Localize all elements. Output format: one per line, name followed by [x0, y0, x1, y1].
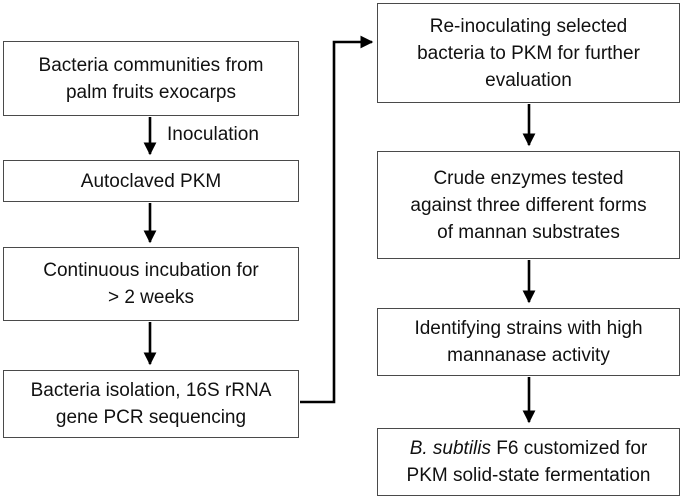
node-text-line: Crude enzymes tested	[433, 167, 624, 189]
node-b-subtilis: B. subtilis F6 customized for PKM solid-…	[377, 428, 680, 496]
node-bacteria-communities: Bacteria communities from palm fruits ex…	[3, 41, 299, 116]
node-continuous-incubation: Continuous incubation for > 2 weeks	[3, 247, 299, 321]
node-text-line: Bacteria communities from	[38, 54, 264, 76]
node-text-line: B. subtilis F6 customized for	[410, 435, 648, 462]
node-text-line: gene PCR sequencing	[55, 407, 247, 428]
node-text-line: Identifying strains with high	[414, 318, 643, 339]
node-text-line: of mannan substrates	[437, 221, 620, 243]
node-text-fragment: F6 customized for	[491, 438, 648, 459]
species-name: B. subtilis	[409, 438, 491, 459]
node-text-line: PKM solid-state fermentation	[406, 465, 651, 486]
node-text-line: evaluation	[485, 69, 572, 91]
node-re-inoculating: Re-inoculating selected bacteria to PKM …	[377, 3, 680, 103]
node-text-line: mannanase activity	[447, 345, 610, 366]
node-identifying-strains: Identifying strains with high mannanase …	[377, 308, 680, 376]
node-text-line: Re-inoculating selected	[429, 15, 628, 37]
node-autoclaved-pkm: Autoclaved PKM	[3, 160, 299, 202]
node-bacteria-isolation: Bacteria isolation, 16S rRNA gene PCR se…	[3, 370, 299, 438]
node-text-line: Continuous incubation for	[43, 260, 259, 281]
node-text-line: palm fruits exocarps	[65, 81, 236, 103]
node-text-line: Bacteria isolation, 16S rRNA	[30, 380, 272, 401]
node-text-line: against three different forms	[410, 194, 647, 216]
node-text-line: Autoclaved PKM	[80, 170, 222, 192]
edge-label-inoculation: Inoculation	[167, 124, 259, 145]
node-text-line: > 2 weeks	[107, 287, 195, 308]
node-crude-enzymes: Crude enzymes tested against three diffe…	[377, 151, 680, 259]
node-text-line: bacteria to PKM for further	[417, 42, 640, 64]
arrow-isolation-to-reinoculating	[300, 35, 374, 404]
